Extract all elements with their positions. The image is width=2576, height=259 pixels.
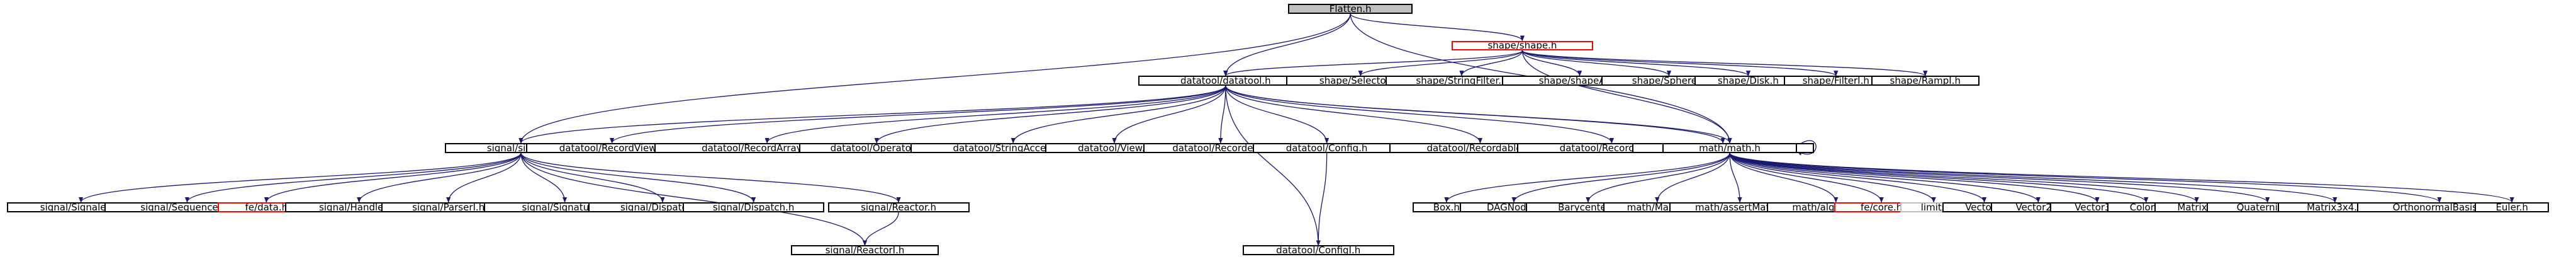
edge-math-to-euler bbox=[1729, 153, 2514, 203]
node-datatool[interactable]: datatool/datatool.h bbox=[1138, 76, 1314, 86]
edge-flatten-to-datatool bbox=[1223, 13, 1351, 77]
node-config[interactable]: datatool/Config.h bbox=[1252, 143, 1401, 153]
edge-shape-to-sphere bbox=[1521, 50, 1672, 77]
edge-math-to-box bbox=[1444, 153, 1730, 203]
edge-datatool-to-signal bbox=[518, 85, 1226, 144]
edge-datatool-to-configI bbox=[1225, 86, 1321, 246]
edge-signal-to-signature bbox=[520, 153, 568, 203]
edge-signal-to-fedata bbox=[264, 153, 522, 203]
edge-math-to-matrix bbox=[1729, 153, 2199, 203]
node-math[interactable]: math/math.h bbox=[1662, 143, 1798, 153]
edge-shape-to-stringFilter bbox=[1459, 50, 1523, 77]
edge-math-to-dagnode bbox=[1511, 153, 1730, 203]
node-reactorI[interactable]: signal/ReactorI.h bbox=[790, 245, 939, 256]
edge-math-to-math bbox=[1796, 140, 1817, 156]
edge-math-to-fecore bbox=[1729, 153, 1884, 203]
node-stringFilter[interactable]: shape/StringFilter.h bbox=[1386, 76, 1538, 86]
edge-datatool-to-math bbox=[1225, 85, 1732, 144]
edge-math-to-color bbox=[1729, 153, 2149, 203]
node-shape[interactable]: shape/shape.h bbox=[1451, 40, 1593, 51]
edge-shape-to-disk bbox=[1521, 50, 1750, 77]
node-flatten: Flatten.h bbox=[1288, 3, 1413, 14]
edge-math-to-matrix3x4 bbox=[1729, 153, 2338, 203]
edge-signal-to-parserI bbox=[446, 153, 522, 203]
edge-math-to-algorithms bbox=[1729, 153, 1839, 203]
edge-datatool-to-recorderI bbox=[1218, 86, 1226, 144]
edge-shape-to-math bbox=[1521, 50, 1732, 144]
node-euler[interactable]: Euler.h bbox=[2475, 202, 2550, 212]
edge-shape-to-rampI bbox=[1521, 50, 1928, 77]
edge-datatool-to-recordableI bbox=[1225, 85, 1483, 144]
edge-math-to-mass bbox=[1655, 153, 1730, 203]
edge-datatool-to-view bbox=[1112, 86, 1226, 144]
node-dispatch[interactable]: signal/Dispatch.h bbox=[683, 202, 825, 212]
edge-datatool-to-stringAccessor bbox=[1011, 85, 1226, 144]
edge-datatool-to-recordArrayView bbox=[764, 85, 1226, 144]
edge-datatool-to-operator bbox=[874, 85, 1226, 144]
edge-signal-to-reactor bbox=[520, 153, 901, 203]
edge-math-to-barycenter bbox=[1586, 153, 1730, 203]
edge-shape-to-filterI bbox=[1521, 50, 1839, 77]
edge-datatool-to-recordView bbox=[610, 85, 1226, 144]
edge-math-to-vector3 bbox=[1729, 153, 2100, 203]
node-parserI[interactable]: signal/ParserI.h bbox=[381, 202, 516, 212]
node-configI[interactable]: datatool/ConfigI.h bbox=[1242, 245, 1394, 256]
edge-shape-to-selectorI bbox=[1358, 50, 1523, 77]
edge-math-to-orthonormal bbox=[1729, 153, 2442, 203]
edge-datatool-to-config bbox=[1225, 86, 1330, 144]
edge-shape-to-shapeAS bbox=[1521, 50, 1582, 77]
edge-math-to-limits bbox=[1729, 153, 1936, 203]
edge-shape-to-datatool bbox=[1223, 50, 1523, 77]
edge-math-to-quaternion bbox=[1729, 153, 2270, 203]
edge-flatten-to-signal bbox=[518, 13, 1351, 144]
edge-signal-to-reactorI bbox=[520, 153, 868, 246]
edge-datatool-to-recordable bbox=[1225, 85, 1614, 144]
edge-math-to-vector bbox=[1729, 153, 1987, 203]
edge-flatten-to-shape bbox=[1350, 13, 1525, 42]
node-rampI[interactable]: shape/RampI.h bbox=[1871, 76, 1980, 86]
edge-signal-to-handlerI bbox=[357, 153, 522, 203]
edge-signal-to-signalerI bbox=[79, 153, 522, 203]
edge-signal-to-dispatch bbox=[520, 153, 756, 203]
edge-signal-to-sequencerI bbox=[184, 153, 522, 203]
edge-math-to-vector2 bbox=[1729, 153, 2041, 203]
edge-config-to-configI bbox=[1316, 153, 1328, 246]
edge-math-to-assertMath bbox=[1729, 153, 1742, 203]
edge-reactor-to-reactorI bbox=[862, 212, 899, 246]
node-reactor[interactable]: signal/Reactor.h bbox=[827, 202, 970, 212]
